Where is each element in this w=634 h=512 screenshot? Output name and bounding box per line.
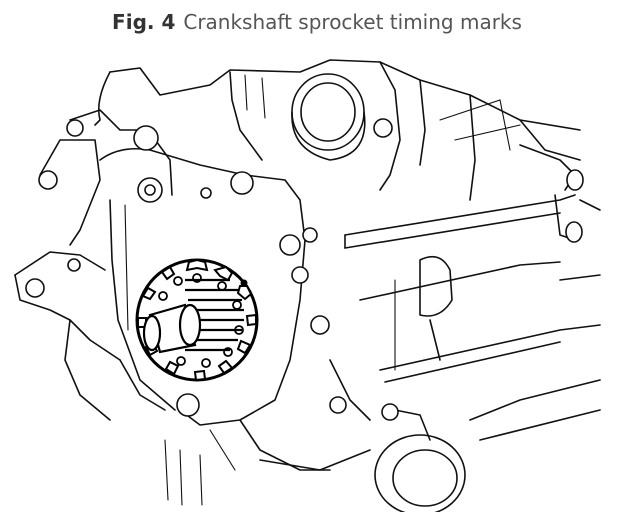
right-rail: [344, 144, 601, 383]
lower-block-lines: [164, 274, 601, 506]
timing-mark: [240, 279, 248, 287]
upper-bore-boss: [291, 73, 393, 161]
timing-cover-plate: [99, 125, 331, 471]
figure-caption: Fig. 4 Crankshaft sprocket timing marks: [0, 10, 634, 34]
left-bracket: [14, 109, 166, 421]
figure-label: Fig. 4: [112, 10, 176, 34]
crankshaft-snout: [142, 303, 202, 354]
lower-pulley: [329, 359, 466, 512]
crankshaft-sprocket: [135, 258, 259, 382]
engine-block-outline: [94, 59, 601, 211]
figure-title: Crankshaft sprocket timing marks: [183, 10, 522, 34]
